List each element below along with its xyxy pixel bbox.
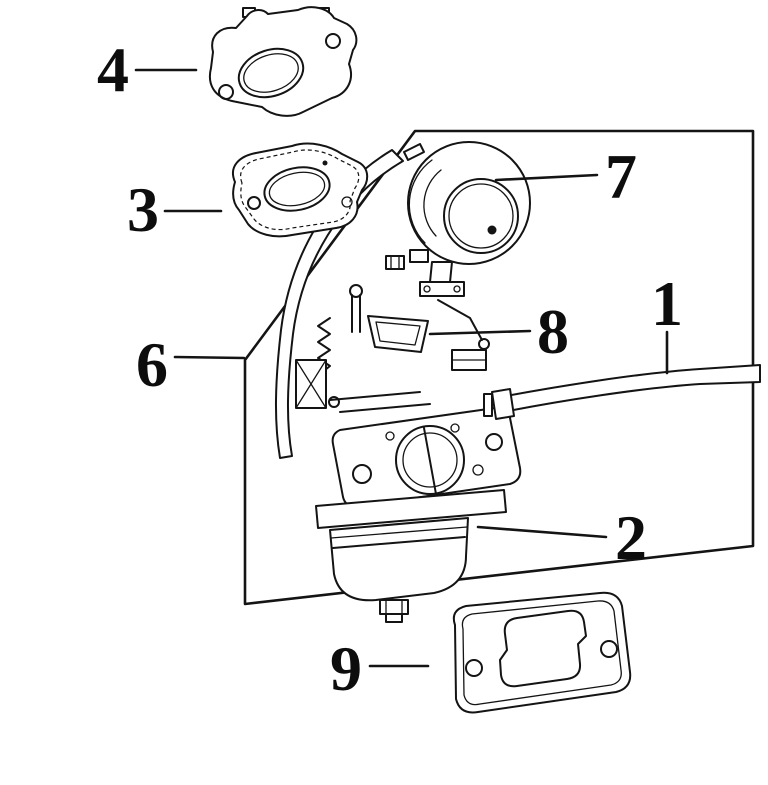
callout-7-label: 7 [605,141,637,212]
part-2-carburetor-body-drawing [295,249,522,623]
part-8-bracket-drawing [367,315,429,353]
callout-4: 4 [97,34,198,105]
callout-9-label: 9 [330,633,362,704]
callout-2-label: 2 [615,502,647,573]
part-4-insulator-drawing [209,6,358,117]
part-7-cap-drawing [403,141,531,297]
callout-4-label: 4 [97,34,129,105]
callout-7: 7 [494,141,637,212]
callout-1: 1 [651,268,683,375]
part-3-gasket-drawing [232,142,369,238]
callouts: 4 3 6 7 8 1 2 [97,34,683,704]
callout-6-label: 6 [136,329,168,400]
callout-8-label: 8 [537,296,569,367]
callout-2: 2 [476,502,647,573]
part-1-fuel-line-drawing [483,364,761,420]
part-9-gasket-drawing [452,591,632,714]
callout-6: 6 [136,329,246,400]
callout-1-label: 1 [651,268,683,339]
callout-3-label: 3 [127,174,159,245]
callout-9: 9 [330,633,430,704]
part-6-assembly-boundary [243,129,755,606]
callout-3: 3 [127,174,223,245]
callout-8: 8 [428,296,569,367]
